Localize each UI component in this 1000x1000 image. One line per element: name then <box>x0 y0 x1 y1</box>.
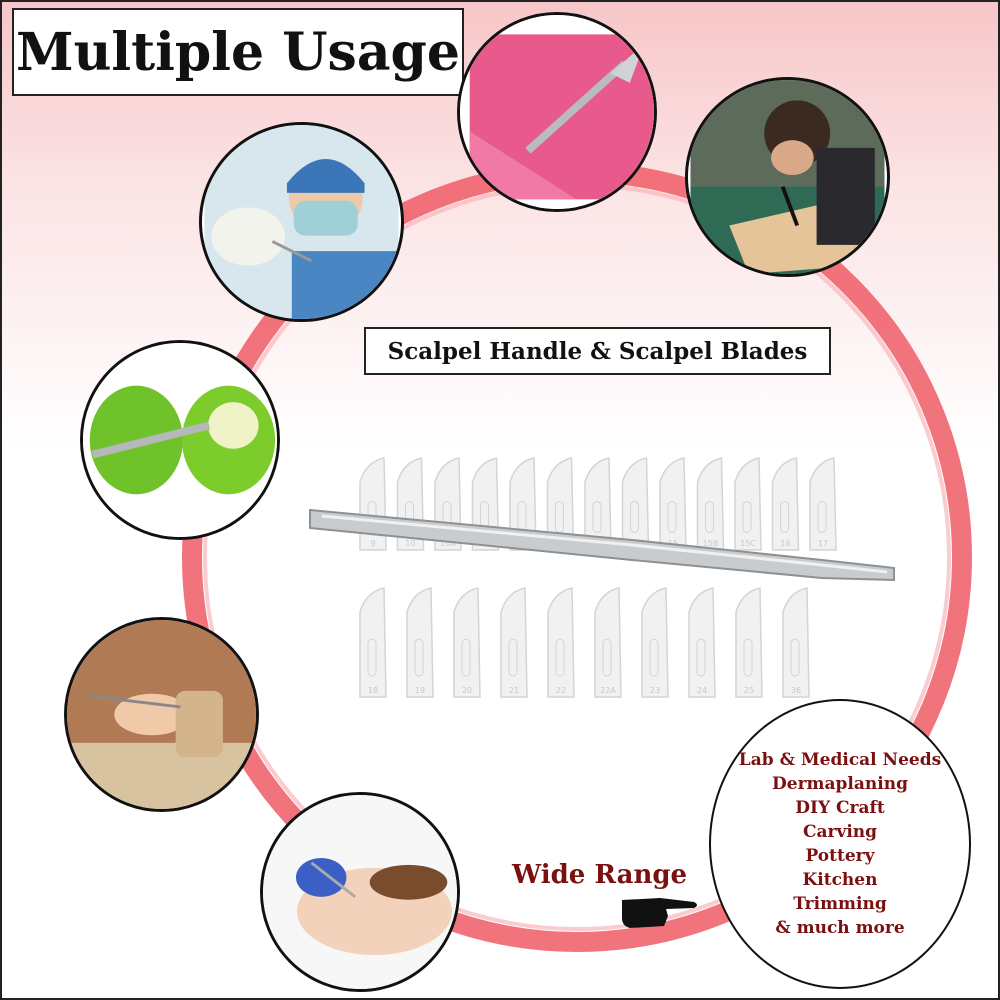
use-item: Kitchen <box>802 870 878 890</box>
blade-bottom: 23 <box>641 587 669 698</box>
blade-number: 20 <box>462 686 472 695</box>
blade-bottom: 22 <box>547 587 575 698</box>
blade-bottom: 36 <box>782 587 810 698</box>
blade-top: 14 <box>621 457 650 551</box>
use-item: Carving <box>802 822 878 842</box>
blade-top: 15B <box>696 457 725 551</box>
title-box: Multiple Usage <box>12 8 464 96</box>
blade-bottom: 25 <box>735 587 763 698</box>
blade-number: 18 <box>368 686 378 695</box>
blade-number: 16 <box>780 539 790 548</box>
blade-bottom: 19 <box>406 587 434 698</box>
leather-craft-photo <box>685 77 890 277</box>
blade-bottom: 21 <box>500 587 528 698</box>
subtitle: Scalpel Handle & Scalpel Blades <box>387 337 808 365</box>
use-item: Trimming <box>793 894 887 914</box>
blade-bottom: 20 <box>453 587 481 698</box>
use-item: DIY Craft <box>795 798 885 818</box>
blade-number: 24 <box>697 686 707 695</box>
blade-bottom: 18 <box>359 587 387 698</box>
pepper-kitchen-photo <box>80 340 280 540</box>
blade-number: 22 <box>556 686 566 695</box>
blade-number: 36 <box>791 686 801 695</box>
blade-number: 22A <box>600 686 616 695</box>
pointing-hand-icon <box>622 898 697 928</box>
subtitle-box: Scalpel Handle & Scalpel Blades <box>364 327 831 375</box>
blade-bottom: 22A <box>594 587 622 698</box>
blade-top: 9 <box>359 457 387 551</box>
blade-number: 19 <box>415 686 425 695</box>
blade-number: 21 <box>509 686 519 695</box>
paper-cutting-photo <box>457 12 657 212</box>
page-title: Multiple Usage <box>16 21 460 83</box>
use-item: Pottery <box>805 846 875 866</box>
handle-highlight <box>321 514 888 574</box>
use-item: Dermaplaning <box>772 774 908 794</box>
blade-number: 23 <box>650 686 660 695</box>
blade-top: 16 <box>771 457 800 551</box>
blade-bottom: 24 <box>688 587 716 698</box>
use-item: & much more <box>775 918 905 938</box>
dermaplaning-photo <box>260 792 460 992</box>
blade-top: 15 <box>659 457 687 551</box>
surgeon-photo <box>199 122 404 322</box>
blade-top: 17 <box>809 457 837 551</box>
blade-number: 10A <box>440 539 456 548</box>
pottery-photo <box>64 617 259 812</box>
blade-number: 25 <box>744 686 754 695</box>
blade-number: 9 <box>370 539 375 548</box>
scalpel-blades-image: 91010A111212D13141515B15C161718192021222… <box>309 457 895 698</box>
blade-number: 17 <box>818 539 828 548</box>
blade-number: 15C <box>740 539 756 548</box>
wide-range-label: Wide Range <box>512 860 688 890</box>
use-item: Lab & Medical Needs <box>738 750 942 770</box>
blade-number: 10 <box>405 539 415 548</box>
blade-top: 15C <box>734 457 762 551</box>
blade-number: 15B <box>703 539 719 548</box>
